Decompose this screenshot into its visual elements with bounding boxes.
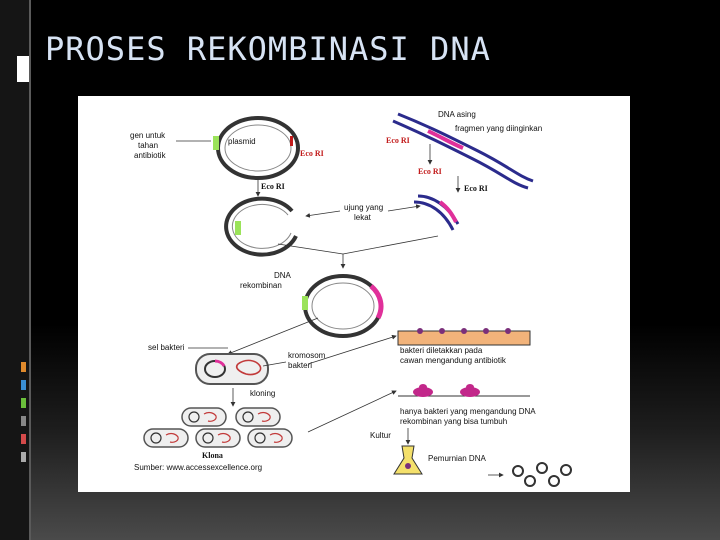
foreign-dna-label-2: fragmen yang diinginkan xyxy=(455,124,542,133)
purified-dna xyxy=(512,462,572,487)
eco-ri-foreign-right-label: Eco RI xyxy=(464,184,488,193)
chromosome-pointer xyxy=(262,361,287,367)
antibiotic-gene-label-1: gen untuk xyxy=(130,131,166,140)
antibiotic-gene-label-2: tahan xyxy=(138,141,158,150)
recombinant-dna-diagram: plasmid Eco RI gen untuk tahan antibioti… xyxy=(78,96,630,492)
to-bacterium-arrow xyxy=(227,317,319,355)
only-recombinant-label-2: rekombinan yang bisa tumbuh xyxy=(400,417,507,426)
plate-label-2: cawan mengandung antibiotik xyxy=(400,356,507,365)
culture-label: Kultur xyxy=(370,431,391,440)
sticky-end-arrow-left xyxy=(305,210,341,218)
chromosome-label-2: bakteri xyxy=(288,361,312,370)
recombinant-plasmid xyxy=(302,274,384,338)
eco-ri-foreign-mid-label: Eco RI xyxy=(418,167,442,176)
cut-plasmid xyxy=(224,196,298,257)
agar-plate xyxy=(397,328,531,346)
cloning-label: kloning xyxy=(250,389,275,398)
antibiotic-gene-marker xyxy=(213,136,219,150)
left-band xyxy=(0,0,29,540)
to-colonies-arrow xyxy=(307,390,397,433)
plate-label-1: bakteri diletakkan pada xyxy=(400,346,483,355)
left-stripe xyxy=(29,0,31,540)
recombinant-dna-label-1: DNA xyxy=(274,271,292,280)
plasmid-label: plasmid xyxy=(228,137,256,146)
eco-ri-cut-label: Eco RI xyxy=(261,182,285,191)
slide-title: PROSES REKOMBINASI DNA xyxy=(45,30,491,68)
chromosome-label-1: kromosom xyxy=(288,351,326,360)
plasmid-circle xyxy=(213,116,300,180)
recombinant-dna-label-2: rekombinan xyxy=(240,281,282,290)
foreign-dna xyxy=(392,112,534,190)
eco-ri-foreign-top-label: Eco RI xyxy=(386,136,410,145)
clone-cells xyxy=(143,407,293,448)
eco-ri-plasmid-label: Eco RI xyxy=(300,149,324,158)
bacterial-cell xyxy=(195,353,269,385)
source-label: Sumber: www.accessexcellence.org xyxy=(134,463,262,472)
to-plate-arrow xyxy=(307,334,397,365)
eco-ri-site-marker xyxy=(290,136,293,146)
clone-label: Klona xyxy=(202,451,223,460)
sticky-ends-label-2: lekat xyxy=(354,213,372,222)
side-color-marks xyxy=(21,362,26,472)
foreign-fragment xyxy=(413,194,460,231)
merge-line-right xyxy=(342,235,439,255)
bacterial-cell-label: sel bakteri xyxy=(148,343,185,352)
merge-line-left xyxy=(277,243,344,255)
sticky-end-arrow-right xyxy=(387,204,421,212)
title-accent-square xyxy=(17,56,29,82)
foreign-dna-label-1: DNA asing xyxy=(438,110,476,119)
only-recombinant-label-1: hanya bakteri yang mengandung DNA xyxy=(400,407,536,416)
purification-label: Pemurnian DNA xyxy=(428,454,486,463)
sticky-ends-label-1: ujung yang xyxy=(344,203,383,212)
antibiotic-gene-label-3: antibiotik xyxy=(134,151,167,160)
grown-colonies xyxy=(398,384,530,397)
diagram-svg: plasmid Eco RI gen untuk tahan antibioti… xyxy=(130,110,572,487)
culture-flask xyxy=(393,445,423,475)
